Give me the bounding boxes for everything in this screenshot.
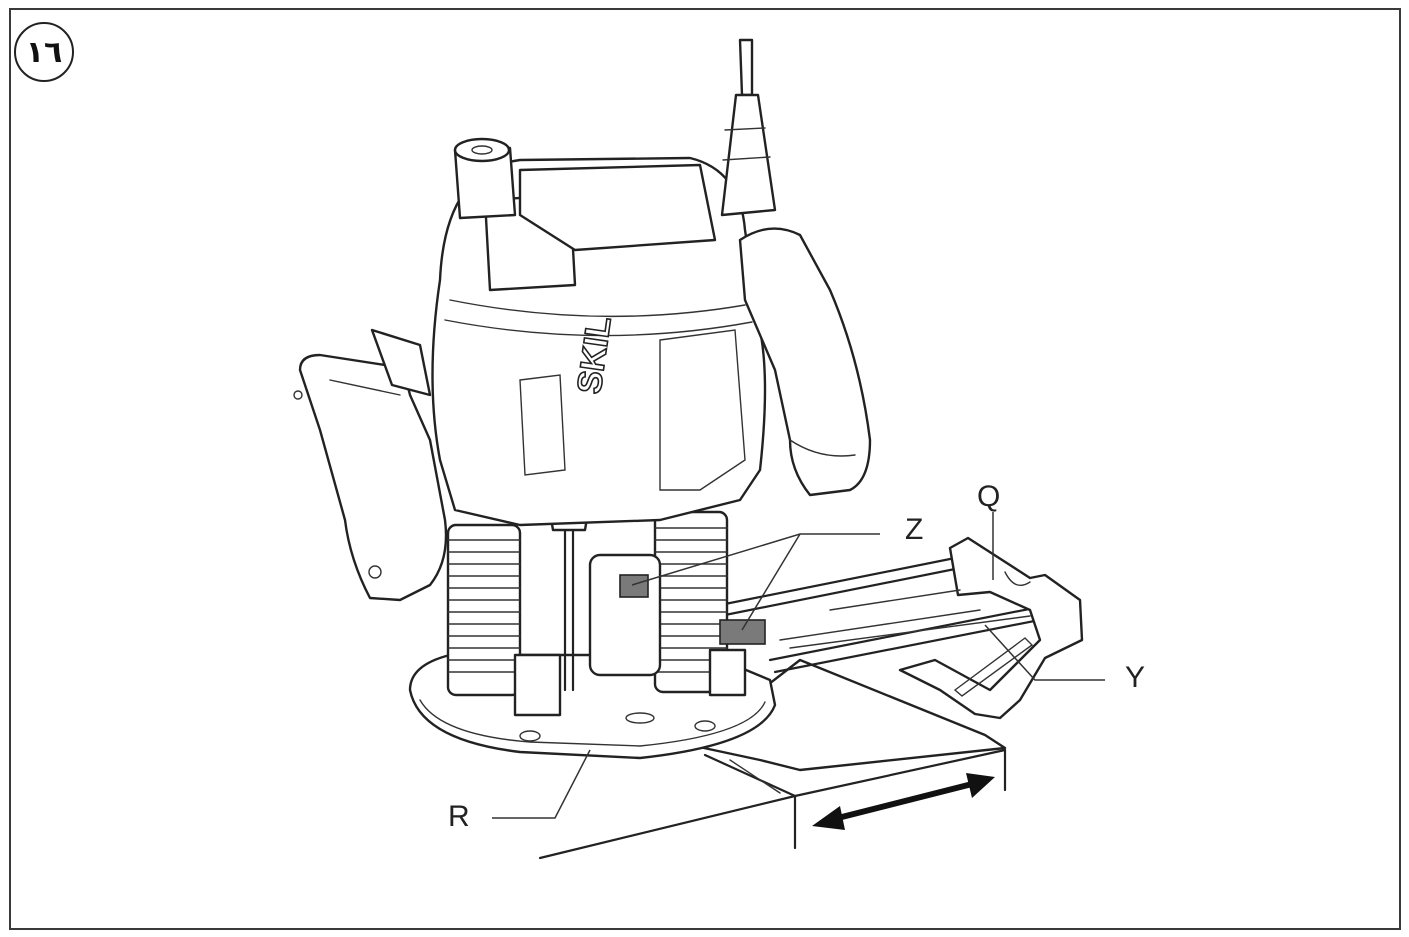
right-handle bbox=[738, 227, 872, 497]
figure-number-badge: ١٦ bbox=[14, 22, 74, 82]
callout-z-stop-screws: Z bbox=[905, 513, 924, 546]
motor-housing bbox=[431, 137, 767, 527]
left-handle bbox=[293, 328, 448, 602]
plunge-columns bbox=[446, 510, 766, 717]
parallel-guide bbox=[779, 536, 1084, 720]
callout-y-guide-rods: Y bbox=[1125, 661, 1146, 694]
double-headed-arrow-icon bbox=[812, 773, 995, 830]
callout-r-base-plate: R bbox=[448, 800, 470, 833]
stop-screw-z-left bbox=[619, 574, 649, 598]
stop-screw-z-right bbox=[719, 619, 766, 645]
power-cord bbox=[720, 38, 777, 217]
callout-q-parallel-guide: Q bbox=[977, 480, 1001, 513]
leader-lines bbox=[492, 512, 1105, 819]
